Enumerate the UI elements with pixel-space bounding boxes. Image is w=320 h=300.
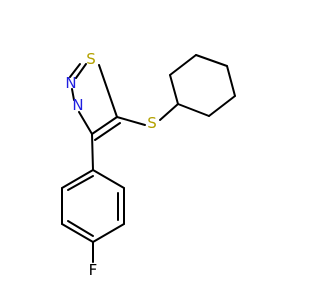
s-cyclohexyl-bond xyxy=(159,103,179,121)
ring-c4-c5-bond-double xyxy=(94,122,121,141)
benzene-double-3 xyxy=(67,175,94,191)
atom-label-layer: S N N S F xyxy=(65,50,156,279)
atom-n-upper: N xyxy=(65,74,76,92)
ring-n-n-bond xyxy=(71,88,75,101)
benzene-double-2 xyxy=(67,220,94,237)
c4-phenyl-bond xyxy=(91,133,94,171)
c5-s-thioether-bond xyxy=(116,116,146,126)
ring-n-c4-bond xyxy=(78,111,93,135)
ring-c4-c5-bond xyxy=(91,116,118,135)
ring-s-n-bond xyxy=(75,63,87,79)
cyclohexyl-bond-3 xyxy=(195,54,228,67)
benzene-bond-6 xyxy=(61,169,94,189)
cyclohexyl-bond-4 xyxy=(226,65,236,97)
cyclohexyl-bond-5 xyxy=(208,95,236,117)
atom-s-ring: S xyxy=(86,50,96,68)
cyclohexyl-bond-6 xyxy=(177,103,210,117)
bond-layer xyxy=(61,54,236,263)
benzene-bond-4 xyxy=(61,223,94,243)
atom-s-thioether: S xyxy=(147,114,157,132)
ring-c5-s-bond xyxy=(98,64,118,118)
molecule-canvas: S N N S F xyxy=(61,50,236,279)
cyclohexyl-bond-1 xyxy=(169,74,179,105)
benzene-bond-3 xyxy=(92,223,125,243)
molecule-structure: S N N S F xyxy=(61,50,236,279)
ring-s-n-bond-inner xyxy=(69,63,81,78)
benzene-bond-1 xyxy=(92,169,125,189)
atom-f: F xyxy=(89,261,98,279)
atom-n-lower: N xyxy=(72,96,83,114)
cyclohexyl-bond-2 xyxy=(169,54,197,76)
